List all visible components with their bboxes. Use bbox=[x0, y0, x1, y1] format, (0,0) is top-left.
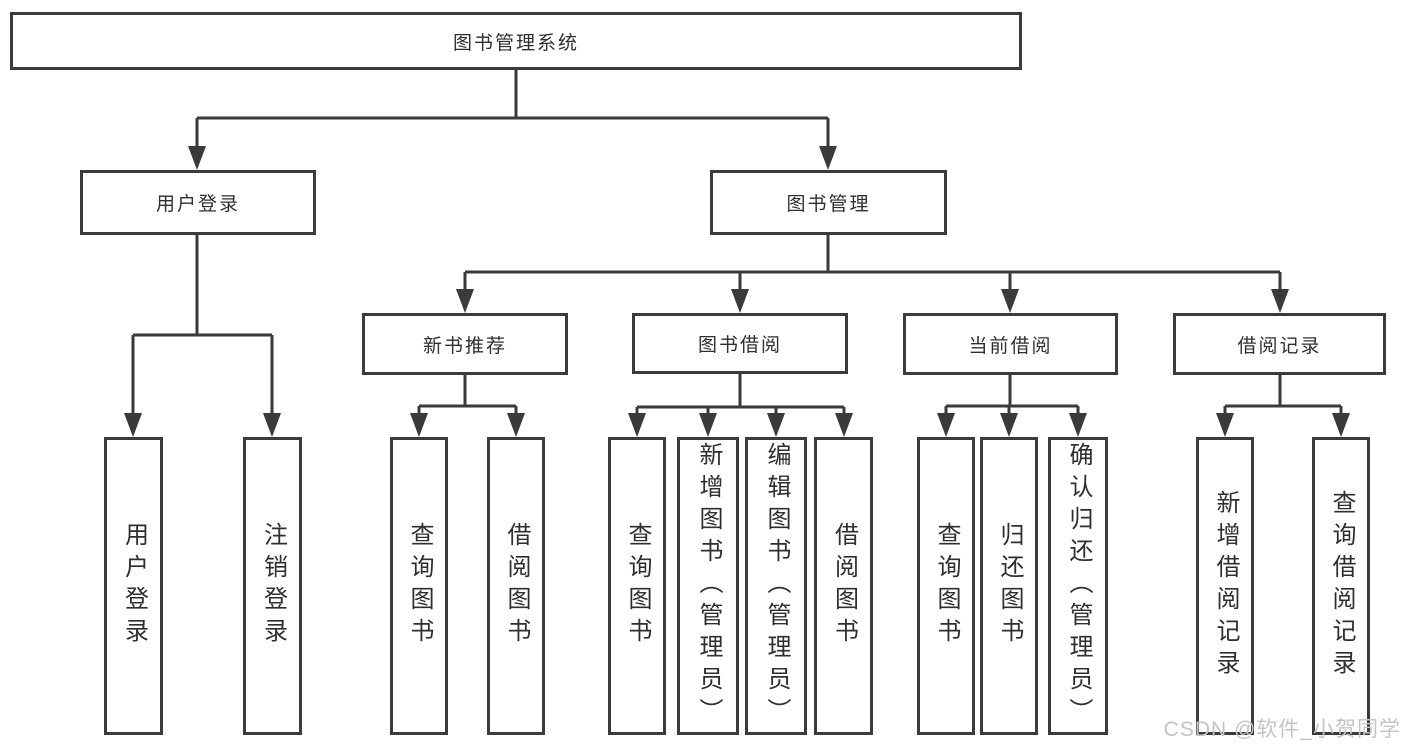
leaf-add-book-admin: 新增图书（管理员） bbox=[677, 437, 739, 735]
node-label: 查询借阅记录 bbox=[1328, 490, 1355, 682]
node-label: 用户登录 bbox=[120, 522, 148, 650]
arrow-down-icon bbox=[456, 289, 474, 313]
connector-user-login-branch bbox=[131, 235, 274, 415]
leaf-borrow-book: 借阅图书 bbox=[814, 437, 873, 735]
arrow-down-icon bbox=[937, 413, 955, 437]
arrow-down-icon bbox=[731, 289, 749, 313]
connector-borrow-records-branch bbox=[1223, 375, 1343, 415]
leaf-confirm-return-admin: 确认归还（管理员） bbox=[1048, 437, 1108, 735]
arrow-down-icon bbox=[767, 413, 785, 437]
arrow-down-icon bbox=[819, 146, 837, 170]
node-label: 借阅图书 bbox=[503, 522, 530, 650]
node-label: 用户登录 bbox=[155, 194, 240, 215]
node-label: 图书管理 bbox=[786, 194, 871, 215]
connector-new-book-branch bbox=[417, 375, 518, 415]
connector-book-management-branch bbox=[463, 235, 1282, 291]
node-current-borrow: 当前借阅 bbox=[903, 313, 1118, 375]
arrow-down-icon bbox=[263, 413, 281, 437]
connector-root-branch bbox=[195, 70, 830, 148]
node-borrow-records: 借阅记录 bbox=[1173, 313, 1386, 375]
arrow-down-icon bbox=[188, 146, 206, 170]
leaf-edit-book-admin: 编辑图书（管理员） bbox=[745, 437, 807, 735]
arrow-down-icon bbox=[124, 413, 142, 437]
node-label: 借阅记录 bbox=[1237, 335, 1322, 357]
node-label: 新书推荐 bbox=[422, 335, 507, 357]
leaf-query-book-borrow: 查询图书 bbox=[608, 437, 666, 735]
node-label: 归还图书 bbox=[996, 522, 1023, 650]
arrow-down-icon bbox=[1000, 413, 1018, 437]
node-label: 借阅图书 bbox=[830, 522, 858, 650]
node-label: 查询图书 bbox=[406, 522, 433, 650]
node-user-login: 用户登录 bbox=[80, 170, 316, 235]
leaf-logout: 注销登录 bbox=[243, 437, 302, 735]
node-book-system: 图书管理系统 bbox=[10, 12, 1022, 70]
node-book-management: 图书管理 bbox=[710, 170, 947, 235]
node-label: 注销登录 bbox=[259, 522, 287, 650]
arrow-down-icon bbox=[699, 413, 717, 437]
leaf-return-book: 归还图书 bbox=[980, 437, 1038, 735]
node-label: 新增借阅记录 bbox=[1212, 490, 1239, 682]
node-label: 当前借阅 bbox=[968, 335, 1053, 357]
connector-current-borrow-branch bbox=[944, 375, 1080, 415]
arrow-down-icon bbox=[1332, 413, 1350, 437]
node-new-book-recommend: 新书推荐 bbox=[362, 313, 568, 375]
arrow-down-icon bbox=[1069, 413, 1087, 437]
arrow-down-icon bbox=[410, 413, 428, 437]
arrow-down-icon bbox=[1271, 289, 1289, 313]
leaf-query-borrow-record: 查询借阅记录 bbox=[1312, 437, 1370, 735]
node-label: 图书管理系统 bbox=[452, 32, 579, 54]
node-label: 查询图书 bbox=[933, 522, 960, 650]
arrow-down-icon bbox=[1216, 413, 1234, 437]
arrow-down-icon bbox=[1001, 289, 1019, 313]
arrow-down-icon bbox=[507, 413, 525, 437]
watermark: CSDN @软件_小贺同学 bbox=[1163, 718, 1401, 741]
arrow-down-icon bbox=[835, 413, 853, 437]
leaf-user-login: 用户登录 bbox=[104, 437, 163, 735]
node-label: 确认归还（管理员） bbox=[1065, 442, 1092, 730]
node-label: 查询图书 bbox=[624, 522, 651, 650]
connector-book-borrow-branch bbox=[635, 374, 846, 415]
leaf-add-borrow-record: 新增借阅记录 bbox=[1196, 437, 1254, 735]
arrow-down-icon bbox=[628, 413, 646, 437]
node-label: 编辑图书（管理员） bbox=[763, 442, 790, 730]
node-book-borrow: 图书借阅 bbox=[632, 313, 848, 374]
node-label: 图书借阅 bbox=[697, 335, 782, 356]
arrowheads bbox=[124, 146, 1350, 437]
leaf-query-book-recommend: 查询图书 bbox=[390, 437, 448, 735]
leaf-borrow-book-recommend: 借阅图书 bbox=[487, 437, 545, 735]
leaf-query-book-current: 查询图书 bbox=[917, 437, 975, 735]
node-label: 新增图书（管理员） bbox=[695, 442, 722, 730]
